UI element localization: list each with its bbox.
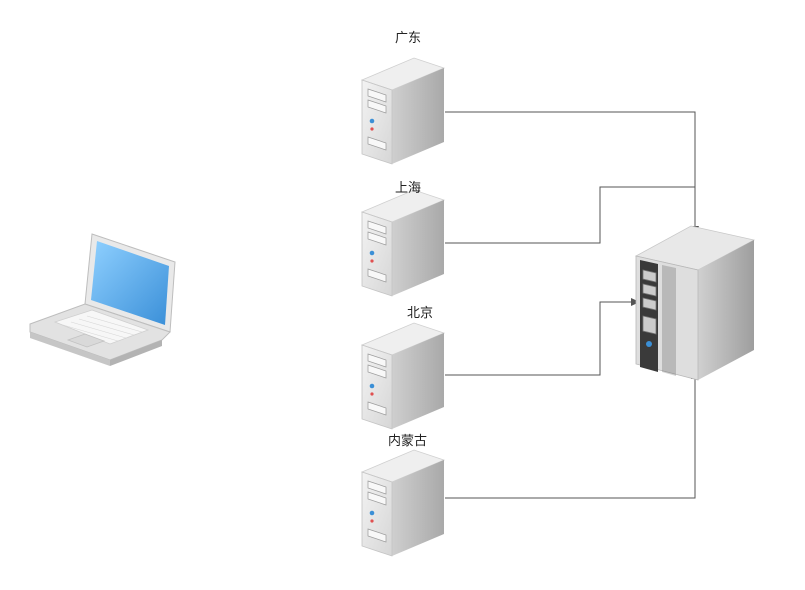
server-icon-guangdong [360, 57, 446, 165]
server-label-beijing: 北京 [407, 306, 433, 321]
server-labels: 广东 上海 北京 内蒙古 [388, 31, 433, 449]
server-icon-neimenggu [360, 449, 446, 557]
connector-1 [445, 111, 699, 235]
server-label-neimenggu: 内蒙古 [388, 433, 427, 449]
connector-2 [445, 186, 695, 244]
server-icon-shanghai [360, 189, 446, 297]
laptop-icon [29, 233, 176, 366]
central-server-icon [634, 225, 756, 381]
connectors [445, 111, 699, 499]
server-label-guangdong: 广东 [395, 31, 421, 46]
server-icon-beijing [360, 322, 446, 430]
server-label-shanghai: 上海 [395, 181, 421, 196]
connector-3 [445, 298, 640, 376]
connector-4 [445, 370, 699, 499]
